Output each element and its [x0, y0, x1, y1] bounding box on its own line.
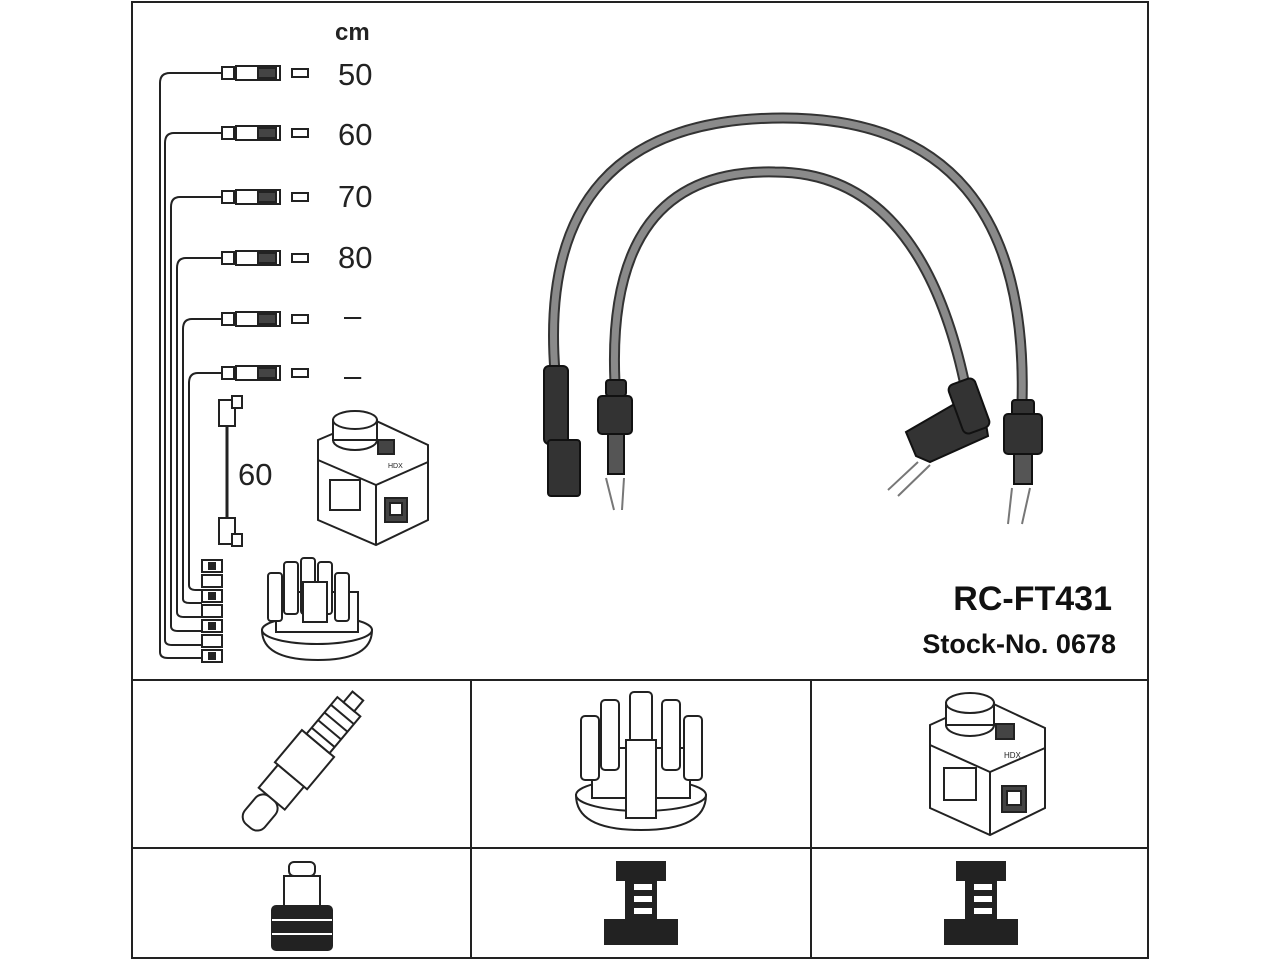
- lead-length-label: 80: [338, 240, 372, 275]
- terminal-coil-icon: [944, 861, 1018, 945]
- stock-number: Stock-No. 0678: [922, 629, 1116, 659]
- ignition-cable-set: [548, 112, 1028, 409]
- lead-connector: [221, 65, 309, 81]
- ignition-coil-small-icon: HDX: [317, 410, 429, 547]
- part-number: RC-FT431: [953, 580, 1112, 618]
- lead-connector: [221, 125, 309, 141]
- terminal-round-icon: [271, 861, 333, 951]
- lead-length-label: 50: [338, 57, 372, 92]
- ignition-coil-icon: HDX: [929, 692, 1046, 837]
- distributor-cap-icon: [574, 691, 708, 832]
- distributor-terminals: [201, 559, 223, 663]
- spark-plug-icon: [241, 690, 365, 832]
- spark-plug-boot-straight: [543, 365, 581, 497]
- lead-connector: [221, 311, 309, 327]
- svg-text:HDX: HDX: [388, 463, 403, 470]
- lead-routing-lines: [159, 72, 222, 659]
- lead-length-label: 60: [338, 117, 372, 152]
- lead-length-label: –: [344, 358, 362, 393]
- lead-connector: [221, 365, 309, 381]
- spark-plug-boot-right: [1003, 399, 1043, 525]
- distributor-cap-small-icon: [260, 557, 374, 662]
- lead-connector: [221, 250, 309, 266]
- unit-label: cm: [335, 19, 370, 46]
- lead-length-label: –: [344, 298, 362, 333]
- terminal-cap-icon: [604, 861, 678, 945]
- spark-plug-boot-angled: [887, 377, 991, 497]
- svg-text:HDX: HDX: [1004, 751, 1022, 760]
- lead-connector: [221, 189, 309, 205]
- diagram-frame: [131, 1, 1149, 959]
- coil-lead-length-label: 60: [238, 457, 272, 492]
- lead-length-label: 70: [338, 179, 372, 214]
- coil-boot-short: [597, 379, 633, 511]
- coil-lead: [218, 395, 243, 547]
